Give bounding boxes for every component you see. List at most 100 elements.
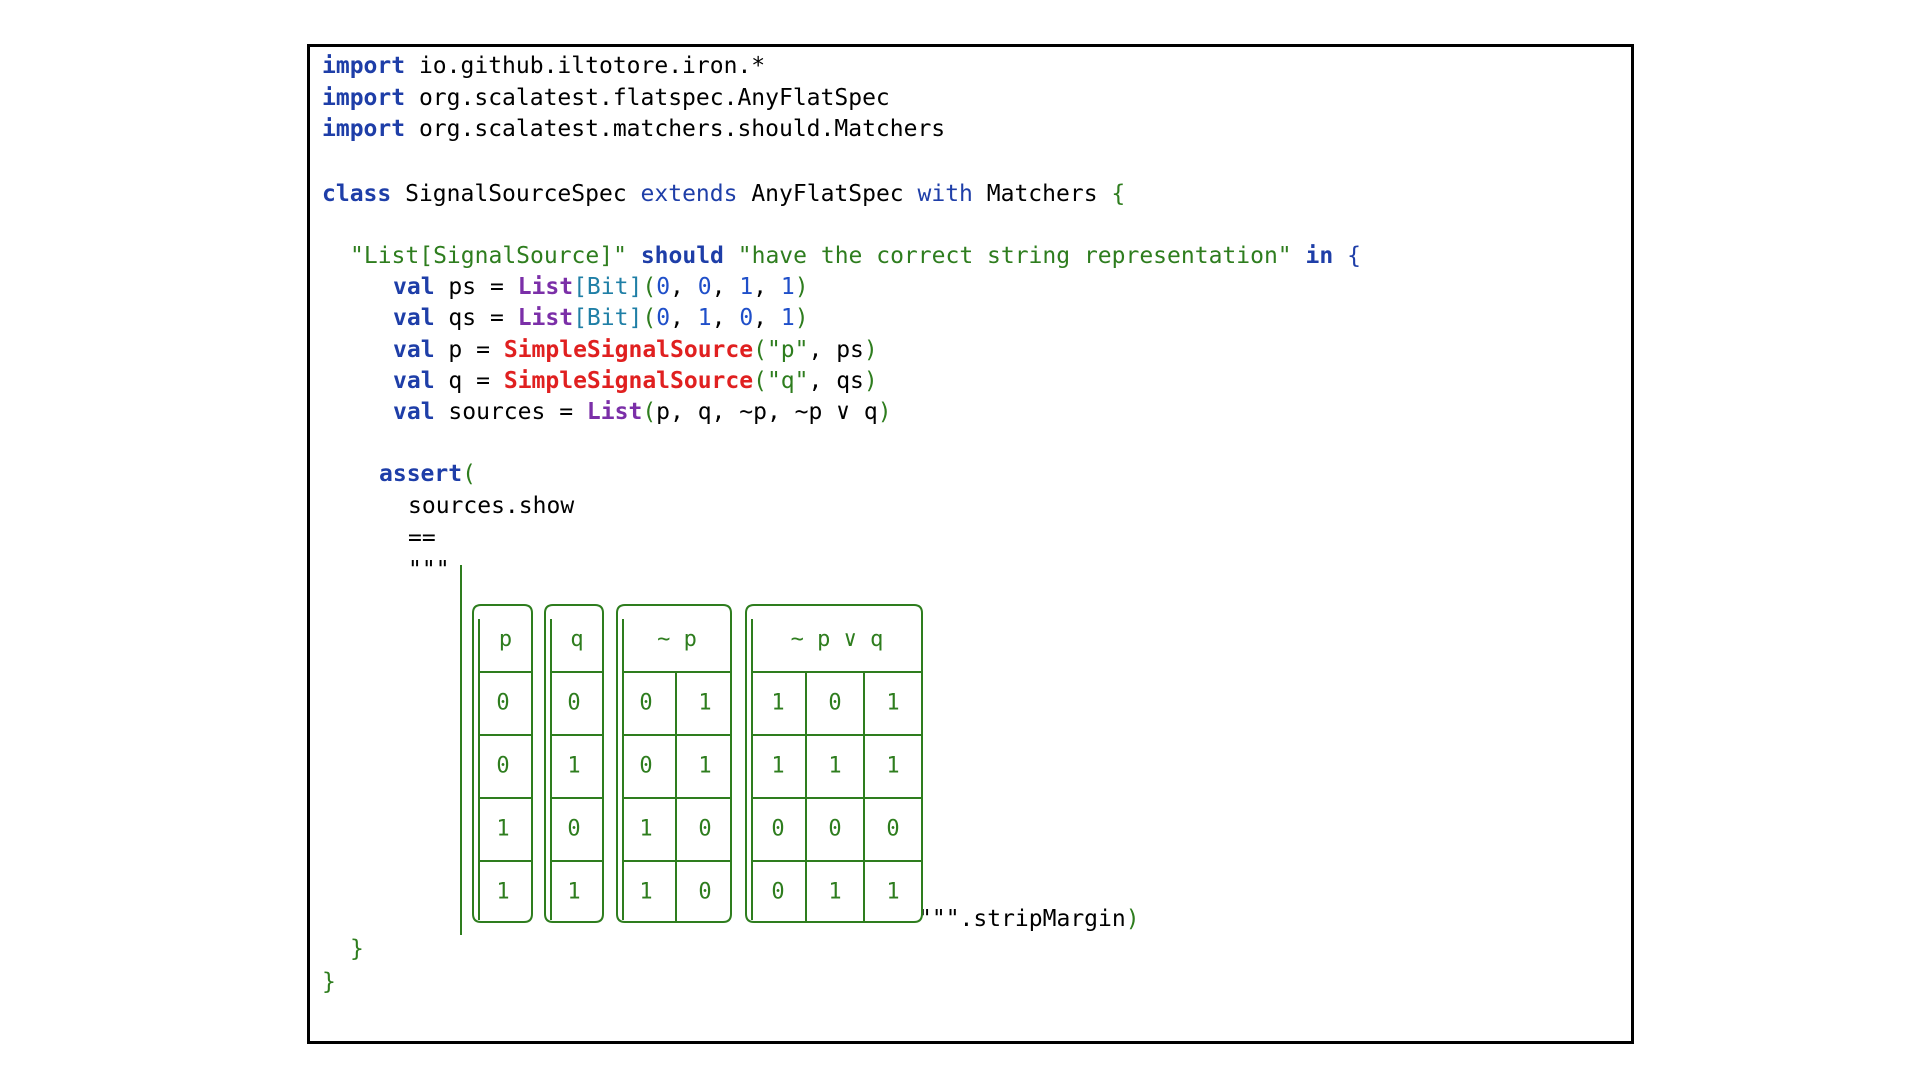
assign-op: = xyxy=(489,274,504,300)
group-bottom-border xyxy=(472,913,533,923)
group-bottom-border xyxy=(745,913,923,923)
strip-margin-line: """.stripMargin) xyxy=(918,906,1140,932)
truth-table-cell: 0 xyxy=(828,691,841,716)
class-declaration: class SignalSourceSpec extends AnyFlatSp… xyxy=(322,180,1125,208)
truth-table-cell: 0 xyxy=(567,691,580,716)
class-keyword: class xyxy=(322,181,392,207)
group-top-border xyxy=(472,604,533,614)
truth-table-cell: 0 xyxy=(698,817,711,842)
val-sources-line: val sources = List(p, q, ~p, ~p ∨ q) xyxy=(393,399,892,425)
constructor-name: SimpleSignalSource xyxy=(503,337,754,363)
truth-table-cell: 1 xyxy=(828,880,841,905)
bit-arg: 1 xyxy=(739,274,754,300)
closing-brace-inner: } xyxy=(350,936,364,962)
truth-table-cell: 1 xyxy=(886,691,899,716)
truth-table-cell: 1 xyxy=(828,754,841,779)
truth-table-cell: 0 xyxy=(496,754,509,779)
assert-keyword: assert xyxy=(379,461,463,487)
equality-operator: == xyxy=(408,525,436,551)
bit-arg: 0 xyxy=(656,305,671,331)
val-q-line: val q = SimpleSignalSource("q", qs) xyxy=(393,368,878,394)
spec-subject: "List[SignalSource]" xyxy=(350,243,627,269)
truth-table-cell: 1 xyxy=(567,754,580,779)
val-qs-line: val qs = List[Bit](0, 1, 0, 1) xyxy=(393,305,809,331)
truth-table-cell: 1 xyxy=(886,754,899,779)
should-keyword: should xyxy=(640,243,724,269)
group-bottom-border xyxy=(544,913,604,923)
assign-op: = xyxy=(476,368,490,394)
source-arg: qs xyxy=(836,368,864,394)
val-name: p xyxy=(448,337,463,363)
import-line-2: import org.scalatest.flatspec.AnyFlatSpe… xyxy=(322,84,890,112)
bit-arg: 1 xyxy=(780,305,795,331)
source-label: "p" xyxy=(766,337,809,363)
group-top-border xyxy=(745,604,923,614)
truth-table-cell: 0 xyxy=(828,817,841,842)
type-param: [Bit] xyxy=(573,274,643,300)
open-brace: { xyxy=(1111,181,1126,207)
group-bottom-border xyxy=(616,913,732,923)
truth-table-cell: 0 xyxy=(771,817,784,842)
val-keyword: val xyxy=(393,305,435,331)
truth-table-cell: 1 xyxy=(639,817,652,842)
val-keyword: val xyxy=(393,368,435,394)
import-keyword: import xyxy=(322,85,406,111)
truth-table-cell: 0 xyxy=(567,817,580,842)
bit-arg: 1 xyxy=(697,305,712,331)
type-name: List xyxy=(517,274,574,300)
strip-margin-call: .stripMargin xyxy=(959,906,1126,932)
triple-quote-open: """ xyxy=(408,557,450,583)
class-name: SignalSourceSpec xyxy=(405,181,627,207)
in-keyword: in xyxy=(1305,243,1334,269)
bit-arg: 0 xyxy=(739,305,754,331)
base-class: AnyFlatSpec xyxy=(751,181,904,207)
import-path: org.scalatest.matchers.should.Matchers xyxy=(418,116,946,142)
val-ps-line: val ps = List[Bit](0, 0, 1, 1) xyxy=(393,274,809,300)
val-keyword: val xyxy=(393,337,435,363)
assert-line: assert( xyxy=(379,461,476,487)
mixin-name: Matchers xyxy=(986,181,1098,207)
type-name: List xyxy=(517,305,574,331)
val-keyword: val xyxy=(393,399,435,425)
bit-arg: 1 xyxy=(780,274,795,300)
assign-op: = xyxy=(559,399,574,425)
truth-table-cell: 1 xyxy=(639,880,652,905)
truth-table-cell: 1 xyxy=(771,754,784,779)
bit-arg: 0 xyxy=(656,274,671,300)
spec-description: "have the correct string representation" xyxy=(737,243,1292,269)
val-name: ps xyxy=(448,274,477,300)
truth-table-cell: 1 xyxy=(698,754,711,779)
spec-line: "List[SignalSource]" should "have the co… xyxy=(350,242,1361,270)
val-name: q xyxy=(448,368,463,394)
assign-op: = xyxy=(476,337,490,363)
val-name: qs xyxy=(448,305,477,331)
import-line-3: import org.scalatest.matchers.should.Mat… xyxy=(322,115,945,143)
import-keyword: import xyxy=(322,53,406,79)
truth-table-cell: 0 xyxy=(698,880,711,905)
truth-table-cell: 1 xyxy=(496,817,509,842)
import-line-1: import io.github.iltotore.iron.* xyxy=(322,52,765,80)
truth-table-cell: 1 xyxy=(698,691,711,716)
truth-table-header: ~ p ∨ q xyxy=(791,627,884,652)
import-path: org.scalatest.flatspec.AnyFlatSpec xyxy=(418,85,890,111)
assign-op: = xyxy=(489,305,504,331)
code-frame xyxy=(307,44,1634,1044)
with-keyword: with xyxy=(917,181,973,207)
extends-keyword: extends xyxy=(640,181,738,207)
constructor-name: SimpleSignalSource xyxy=(503,368,754,394)
val-p-line: val p = SimpleSignalSource("p", ps) xyxy=(393,337,878,363)
val-keyword: val xyxy=(393,274,435,300)
truth-table-cell: 1 xyxy=(886,880,899,905)
truth-table-cell: 0 xyxy=(886,817,899,842)
type-param: [Bit] xyxy=(573,305,643,331)
source-label: "q" xyxy=(766,368,809,394)
truth-table-borders xyxy=(460,565,923,935)
open-brace: { xyxy=(1347,243,1361,269)
truth-table-header: ~ p xyxy=(657,627,697,652)
group-top-border xyxy=(544,604,604,614)
triple-quote-close: """ xyxy=(918,906,960,932)
truth-table-cell: 0 xyxy=(771,880,784,905)
truth-table-cell: 1 xyxy=(496,880,509,905)
import-keyword: import xyxy=(322,116,406,142)
